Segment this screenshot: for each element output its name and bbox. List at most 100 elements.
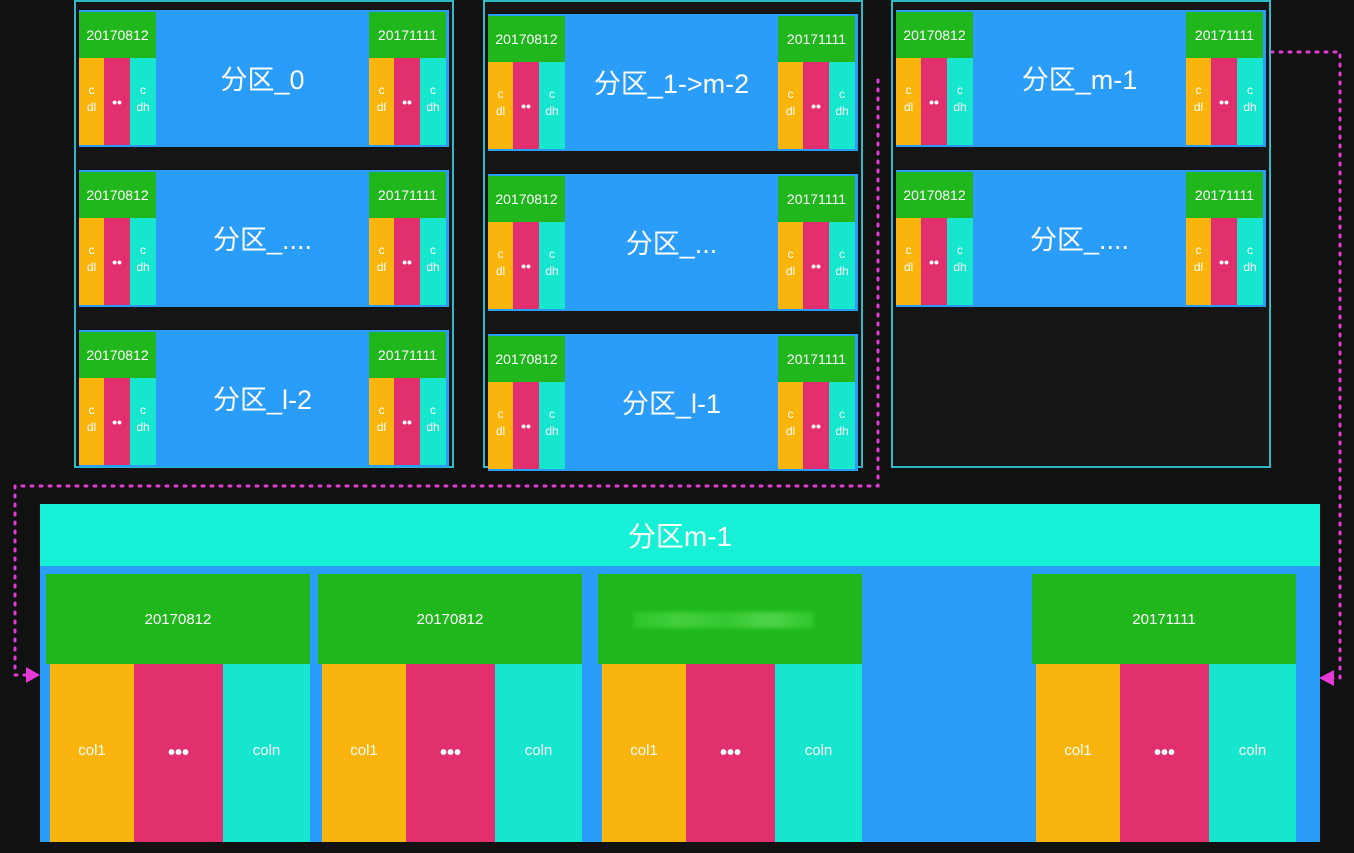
column-first: c dl — [369, 218, 394, 305]
column-last: c dh — [130, 58, 156, 145]
partition-name: 分区_.... — [1029, 225, 1130, 255]
column-first: c dl — [79, 58, 104, 145]
column-last: c dh — [539, 382, 565, 469]
date-label: 20170812 — [896, 12, 973, 58]
date-label: 20170812 — [488, 16, 565, 62]
column-middle: •• — [1211, 218, 1237, 305]
partition-name: 分区_... — [625, 229, 718, 259]
column-last: c dh — [829, 222, 855, 309]
column-middle: •• — [803, 382, 829, 469]
partition-name: 分区_l-1 — [621, 389, 722, 419]
column-middle: •• — [104, 58, 130, 145]
partition-name: 分区_.... — [212, 225, 313, 255]
column-first: c dl — [488, 382, 513, 469]
column-first: c dl — [488, 62, 513, 149]
blurred-date — [634, 612, 814, 628]
column-ellipsis: ••• — [686, 664, 775, 842]
date-label: 20170812 — [488, 176, 565, 222]
column-first: c dl — [1186, 58, 1211, 145]
column-last: c dh — [1237, 58, 1263, 145]
date-label: 20171111 — [778, 176, 855, 222]
date-label: 20170812 — [79, 332, 156, 378]
date-label: 20170812 — [79, 172, 156, 218]
date-label: 20170812 — [896, 172, 973, 218]
bottom-partition-header: 分区m-1 — [40, 504, 1320, 566]
left-arrow-head — [26, 667, 40, 683]
column-first: c dl — [778, 222, 803, 309]
column-first: c dl — [369, 58, 394, 145]
column-ellipsis: ••• — [134, 664, 223, 842]
column-first: c dl — [778, 62, 803, 149]
date-label: 20171111 — [369, 172, 446, 218]
partition-name: 分区_l-2 — [212, 385, 313, 415]
column-middle: •• — [513, 62, 539, 149]
column-middle: •• — [104, 378, 130, 465]
column-ellipsis: ••• — [1120, 664, 1209, 842]
column-coln: coln — [223, 664, 310, 842]
column-last: c dh — [829, 382, 855, 469]
date-label: 20170812 — [318, 574, 582, 664]
column-middle: •• — [513, 222, 539, 309]
column-ellipsis: ••• — [406, 664, 495, 842]
date-label — [598, 574, 862, 664]
partition-name: 分区_0 — [220, 65, 305, 95]
column-last: c dh — [539, 222, 565, 309]
left-connector-line — [13, 78, 880, 677]
column-middle: •• — [803, 62, 829, 149]
date-label: 20171111 — [778, 336, 855, 382]
column-last: c dh — [420, 58, 446, 145]
column-last: c dh — [947, 58, 973, 145]
column-last: c dh — [947, 218, 973, 305]
column-first: c dl — [1186, 218, 1211, 305]
column-last: c dh — [539, 62, 565, 149]
date-label: 20170812 — [488, 336, 565, 382]
column-middle: •• — [394, 218, 420, 305]
column-coln: coln — [775, 664, 862, 842]
date-label: 20171111 — [1186, 12, 1263, 58]
bottom-partition-title: 分区m-1 — [627, 521, 733, 552]
column-first: c dl — [79, 218, 104, 305]
column-col1: col1 — [1036, 664, 1120, 842]
column-first: c dl — [79, 378, 104, 465]
column-coln: coln — [495, 664, 582, 842]
column-first: c dl — [896, 58, 921, 145]
column-middle: •• — [104, 218, 130, 305]
column-last: c dh — [130, 378, 156, 465]
column-coln: coln — [1209, 664, 1296, 842]
column-last: c dh — [420, 378, 446, 465]
right-arrow-head — [1319, 670, 1334, 686]
date-label: 20171111 — [778, 16, 855, 62]
date-label: 20171111 — [369, 332, 446, 378]
date-label: 20170812 — [79, 12, 156, 58]
column-middle: •• — [394, 378, 420, 465]
column-last: c dh — [1237, 218, 1263, 305]
column-first: c dl — [369, 378, 394, 465]
